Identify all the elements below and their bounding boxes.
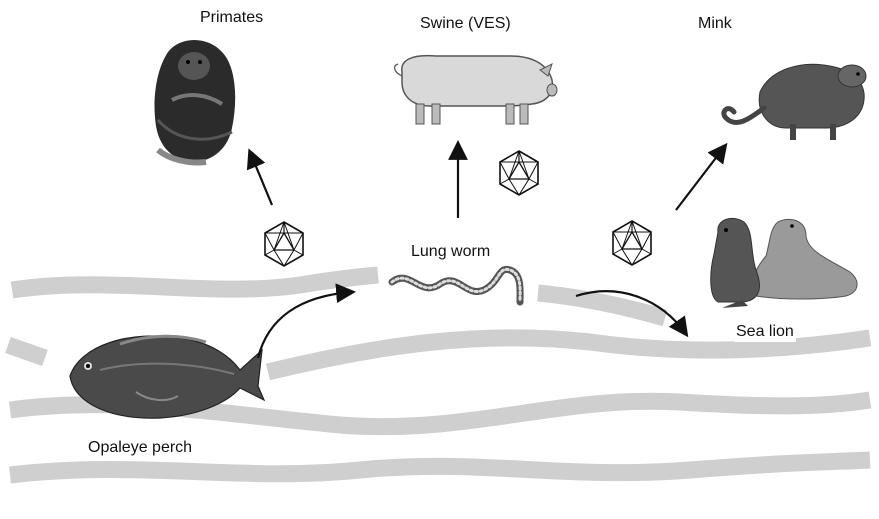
sea-lion-illustration bbox=[711, 218, 857, 308]
primate-illustration bbox=[155, 40, 236, 163]
label-swine: Swine (VES) bbox=[418, 14, 513, 34]
arrow-to-primates bbox=[250, 152, 272, 205]
wave-band-2b bbox=[268, 338, 870, 372]
virus-icon-right bbox=[613, 221, 651, 265]
virus-icon-center bbox=[500, 151, 538, 195]
label-primates: Primates bbox=[198, 8, 265, 28]
arrow-to-mink bbox=[676, 146, 725, 210]
wave-band-1b bbox=[538, 293, 665, 318]
label-sea-lion: Sea lion bbox=[734, 322, 796, 342]
label-lung-worm: Lung worm bbox=[409, 242, 492, 262]
wave-band-4 bbox=[10, 460, 870, 475]
virus-icon-left bbox=[265, 222, 303, 266]
lungworm-illustration bbox=[392, 269, 520, 302]
wave-band-1 bbox=[12, 275, 378, 290]
mink-illustration bbox=[724, 64, 866, 140]
label-opaleye-perch: Opaleye perch bbox=[86, 438, 194, 458]
label-mink: Mink bbox=[696, 14, 734, 34]
wave-band-2 bbox=[8, 345, 45, 358]
swine-illustration bbox=[395, 56, 557, 124]
